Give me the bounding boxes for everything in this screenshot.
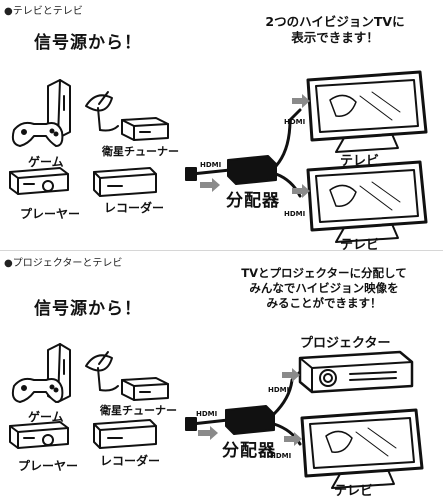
game-controller-icon <box>11 121 64 147</box>
splitter-label: 分配器 <box>226 191 280 211</box>
headline-signal-source-2: 信号源から！ <box>34 299 142 319</box>
tv-1-icon <box>306 70 428 153</box>
source-label-player-2: プレーヤー <box>18 459 79 473</box>
output-hdmi-label-tv: HDMI <box>270 452 292 460</box>
disc-player-icon <box>9 421 69 449</box>
section-divider <box>0 250 443 251</box>
output-label-tv-2: テレビ <box>340 238 380 253</box>
input-hdmi-label-2: HDMI <box>196 410 218 418</box>
signal-arrows <box>198 368 302 446</box>
message-line: みることができます！ <box>266 296 382 310</box>
output-hdmi-label-1: HDMI <box>284 118 306 126</box>
splitter-label-2: 分配器 <box>222 441 276 461</box>
message-line: TVとプロジェクターに分配して <box>241 266 407 280</box>
message-line: 2つのハイビジョンTVに <box>265 14 405 29</box>
signal-arrows <box>200 94 310 198</box>
game-controller-icon <box>11 377 64 403</box>
satellite-dish-icon <box>85 91 119 132</box>
input-hdmi-label: HDMI <box>200 161 222 169</box>
satellite-dish-icon <box>85 351 119 392</box>
output-hdmi-label-projector: HDMI <box>268 386 290 394</box>
hdmi-splitter-icon <box>225 405 275 435</box>
output-label-tv-1: テレビ <box>340 154 380 169</box>
source-label-recorder-2: レコーダー <box>100 454 161 468</box>
recorder-icon <box>93 167 157 197</box>
output-label-projector: プロジェクター <box>300 336 391 351</box>
disc-player-icon <box>9 167 69 195</box>
section-title-projector-tv: ●プロジェクターとテレビ <box>4 258 123 269</box>
hdmi-splitter-icon <box>227 155 277 185</box>
source-label-game: ゲーム <box>28 155 64 169</box>
source-label-recorder: レコーダー <box>104 201 165 215</box>
source-label-satellite-tuner: 衛星チューナー <box>102 145 179 158</box>
output-label-tv: テレビ <box>334 484 374 499</box>
output-hdmi-label-2: HDMI <box>284 210 306 218</box>
satellite-tuner-icon <box>121 377 169 401</box>
message-line: みんなでハイビジョン映像を <box>249 281 399 295</box>
recorder-icon <box>93 419 157 449</box>
tv-icon <box>300 408 424 489</box>
source-label-game-2: ゲーム <box>28 410 64 424</box>
section-title-tv-tv: ●テレビとテレビ <box>4 6 83 17</box>
satellite-tuner-icon <box>121 117 169 141</box>
message-dual-tv: 2つのハイビジョンTVに 表示できます！ <box>250 14 420 46</box>
source-label-satellite-tuner-2: 衛星チューナー <box>100 404 177 417</box>
message-projector-tv: TVとプロジェクターに分配して みんなでハイビジョン映像を みることができます！ <box>226 266 422 311</box>
source-label-player: プレーヤー <box>20 207 81 221</box>
diagram-tv-tv <box>9 70 428 243</box>
message-line: 表示できます！ <box>291 30 379 45</box>
projector-icon <box>298 350 414 394</box>
tv-2-icon <box>306 160 428 243</box>
headline-signal-source: 信号源から！ <box>34 33 142 53</box>
